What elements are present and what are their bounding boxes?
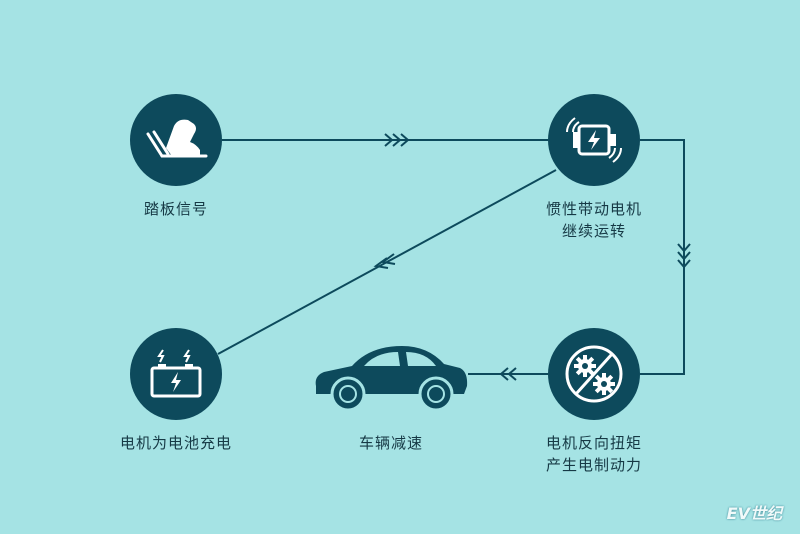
connector-motor-to-gears [640, 139, 685, 375]
battery-charge-icon [150, 349, 202, 398]
motor-label-line2: 继续运转 [561, 222, 626, 240]
arrow-left-chevron [499, 367, 517, 381]
motor-node [548, 94, 640, 186]
watermark-logo: EV世纪 [726, 504, 782, 523]
arrow-diagonal-chevron [373, 253, 396, 269]
foot-pedal-icon [146, 119, 208, 158]
car-icon [315, 346, 468, 412]
gears-label-line2: 产生电制动力 [545, 456, 642, 474]
pedal-label: 踏板信号 [143, 200, 208, 218]
battery-node [130, 328, 222, 420]
motor-bolt-icon [566, 117, 622, 163]
car-label: 车辆减速 [358, 434, 423, 452]
gears-node [548, 328, 640, 420]
car-node [312, 342, 470, 418]
arrow-down-chevron [677, 243, 691, 269]
battery-label: 电机为电池充电 [119, 434, 232, 452]
gears-label-line1: 电机反向扭矩 [545, 434, 642, 452]
pedal-node [130, 94, 222, 186]
gears-icon [565, 345, 623, 403]
arrow-right-chevron [384, 133, 410, 147]
motor-label-line1: 惯性带动电机 [545, 200, 642, 218]
